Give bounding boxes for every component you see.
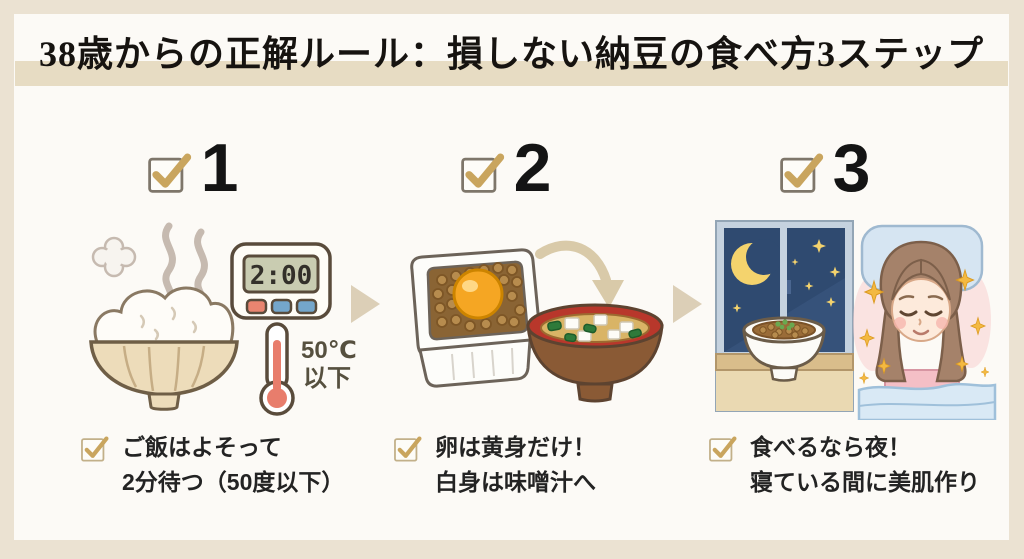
step-1: 1 [69,14,361,559]
green-onion-bits [775,319,795,331]
tofu-cubes [564,314,634,342]
caption-text: 卵は黄身だけ！ 白身は味噌汁へ [435,430,596,499]
miso-soup-bowl-icon [526,303,664,403]
caption-line-2: 2分待つ（50度以下） [122,468,345,495]
blush [936,317,948,329]
thermometer-label-line1: 50℃ [301,337,357,364]
natto-pack-egg-miso-illustration [410,240,664,403]
bangs-left [891,258,922,301]
caption-text: ご飯はよそって 2分待つ（50度以下） [122,430,344,499]
caption-line-2: 白身は味噌汁へ [435,468,596,495]
steam-puff-icon [91,236,137,278]
step-1-illustration: 2:00 50℃ 以下 [69,218,361,420]
caption-text: 食べるなら夜！ 寝ている間に美肌作り [750,430,980,499]
thermometer-icon [259,322,295,416]
step-2: 2 [382,14,674,559]
caption-line-2: 寝ている間に美肌作り [750,468,980,495]
rice-texture [139,306,197,341]
timer-button-blue [295,298,318,315]
face [891,278,951,342]
checked-checkbox-icon [147,153,191,193]
smile [912,329,930,336]
blush [894,317,906,329]
step-2-caption: 卵は黄身だけ！ 白身は味噌汁へ [392,430,596,499]
eyebrows [898,295,944,301]
night-natto-sleeping-woman-illustration [715,220,997,420]
timer-button-red [245,298,268,315]
checked-checkbox-icon [709,436,737,462]
rice-mound [93,286,235,344]
step-2-illustration [382,218,674,420]
timer-button-blue [270,298,293,315]
bangs-right [920,258,951,301]
closed-eyes [899,310,943,317]
pack-ribs [451,347,514,381]
night-window-icon [715,220,854,412]
step-number: 1 [200,130,239,206]
step-1-header: 1 [69,134,361,202]
nose [918,318,922,326]
natto-bowl-icon [742,316,826,382]
blanket-fold [858,401,996,407]
rice-bowl [89,340,239,397]
step-3-caption: 食べるなら夜！ 寝ている間に美肌作り [707,430,980,499]
caption-line-1: ご飯はよそって [122,434,282,460]
step-3: 3 [697,14,997,559]
checked-checkbox-icon [779,153,823,193]
bowl-ridges [122,345,206,392]
checked-checkbox-icon [460,153,504,193]
step-2-header: 2 [382,134,674,202]
step-number: 2 [513,130,552,206]
page-title: 38歳からの正解ルール：損しない納豆の食べ方3ステップ [14,32,1008,86]
curved-arrow-icon [535,240,611,285]
step-1-caption: ご飯はよそって 2分待つ（50度以下） [79,430,344,499]
title-row: 38歳からの正解ルール：損しない納豆の食べ方3ステップ [14,32,1009,86]
step-number: 3 [832,130,871,206]
thermometer-label-line2: 以下 [303,365,351,392]
wakame-pieces [547,320,642,343]
egg-yolk-icon [452,268,504,320]
curved-arrow-head [592,280,624,308]
egg-yolk-highlight [462,280,478,292]
timer-display: 2:00 [250,261,313,291]
content-panel: 38歳からの正解ルール：損しない納豆の食べ方3ステップ 1 [14,14,1009,540]
step-arrow-1-icon [351,285,380,323]
bowl-foot [147,392,181,411]
kitchen-timer-icon: 2:00 [230,242,332,320]
step-3-illustration [697,218,997,420]
step-3-header: 3 [697,134,997,202]
step-arrow-2-icon [673,285,702,323]
caption-line-1: 卵は黄身だけ！ [435,434,596,460]
natto-pack-body [418,338,532,388]
caption-line-1: 食べるなら夜！ [750,434,911,460]
blanket [857,382,997,420]
checked-checkbox-icon [394,436,422,462]
sleeping-woman-icon [853,224,997,420]
rice-bowl-timer-thermometer-illustration: 2:00 50℃ 以下 [89,222,357,416]
checked-checkbox-icon [81,436,109,462]
